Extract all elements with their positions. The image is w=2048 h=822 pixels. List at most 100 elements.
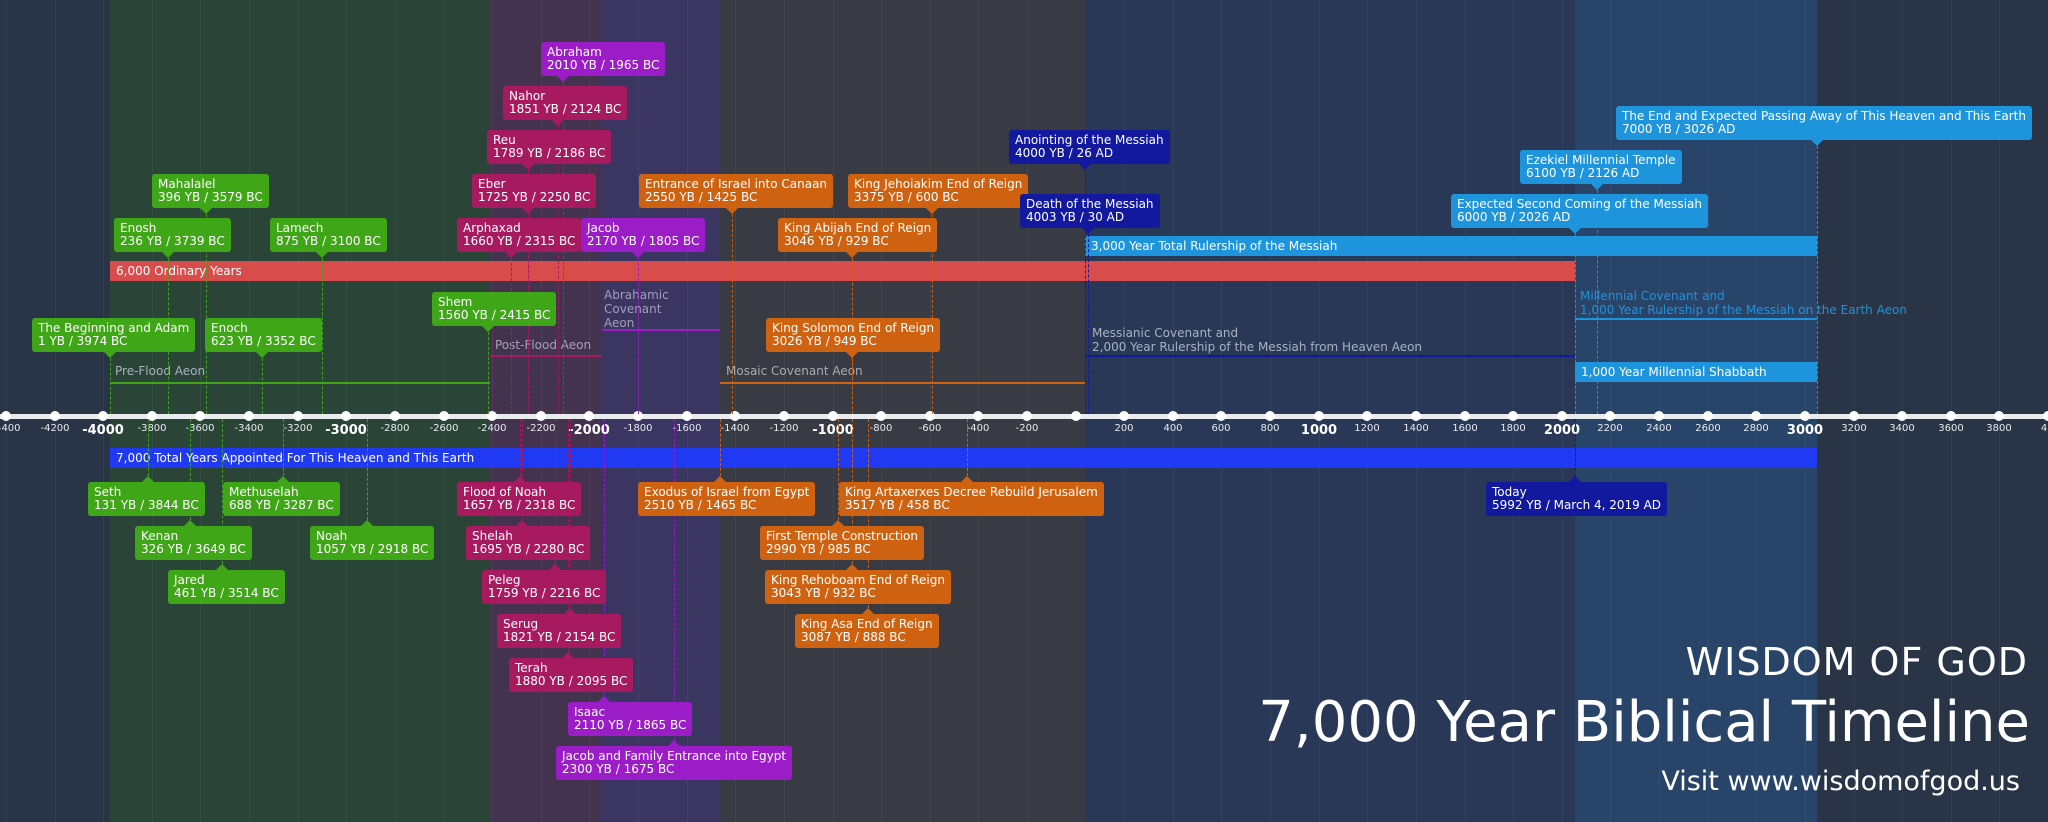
event-name: Death of the Messiah <box>1026 197 1154 211</box>
axis-tick-label: -400 <box>966 423 990 434</box>
event-date: 1880 YB / 2095 BC <box>515 674 628 688</box>
messianic-line <box>1085 355 1575 357</box>
axis-tick-label: 800 <box>1260 423 1280 434</box>
event-date: 6000 YB / 2026 AD <box>1457 210 1571 224</box>
event-pointer <box>668 740 680 746</box>
axis-tick-label: 2200 <box>1597 423 1623 434</box>
mosaic-line <box>720 382 1085 384</box>
brand-org: WISDOM OF GOD <box>1685 640 2028 684</box>
event-connector <box>1085 170 1086 414</box>
event-connector <box>638 258 639 414</box>
axis-tick-label: 1200 <box>1354 423 1380 434</box>
event-name: Expected Second Coming of the Messiah <box>1457 197 1702 211</box>
event-connector <box>488 332 489 414</box>
event-pointer <box>162 252 174 258</box>
messianic-label-line: Messianic Covenant and <box>1092 326 1239 340</box>
event-date: 1821 YB / 2154 BC <box>503 630 616 644</box>
axis-tick-dot <box>1800 411 1810 421</box>
event-name: King Solomon End of Reign <box>772 321 935 335</box>
event-pointer <box>598 696 610 702</box>
event-connector <box>262 358 263 414</box>
event-name: King Artaxerxes Decree Rebuild Jerusalem <box>845 485 1098 499</box>
event-name: King Abijah End of Reign <box>784 221 932 235</box>
axis-tick-dot <box>1751 411 1761 421</box>
event-date: 2550 YB / 1425 BC <box>645 190 758 204</box>
event-pointer <box>514 476 526 482</box>
axis-tick-dot <box>487 411 497 421</box>
axis-tick-dot <box>584 411 594 421</box>
event-date: 5992 YB / March 4, 2019 AD <box>1492 498 1662 512</box>
event-date: 3375 YB / 600 BC <box>854 190 959 204</box>
event-date: 1057 YB / 2918 BC <box>316 542 429 556</box>
event-name: Mahalalel <box>158 177 216 191</box>
event-name: Entrance of Israel into Canaan <box>645 177 828 191</box>
event-pointer <box>846 564 858 570</box>
event-date: 3043 YB / 932 BC <box>771 586 876 600</box>
event-name: The Beginning and Adam <box>38 321 190 335</box>
brand-url[interactable]: Visit www.wisdomofgod.us <box>1661 766 2020 797</box>
event-date: 2510 YB / 1465 BC <box>644 498 757 512</box>
event-name: Terah <box>515 661 548 675</box>
event-name: Isaac <box>574 705 606 719</box>
millennial-label: Millennial Covenant and 1,000 Year Ruler… <box>1580 289 1907 317</box>
abrahamic-label-line: Aeon <box>604 316 635 330</box>
event-name: Kenan <box>141 529 179 543</box>
axis-tick-label: 1800 <box>1500 423 1526 434</box>
axis-tick-dot <box>1994 411 2004 421</box>
event-connector <box>1575 234 1576 414</box>
event-connector <box>558 126 559 414</box>
axis-tick-label: 3200 <box>1841 423 1867 434</box>
axis-tick-label: -4200 <box>40 423 70 434</box>
event-box[interactable]: The End and Expected Passing Away of Thi… <box>1616 106 2032 140</box>
event-box[interactable]: King Artaxerxes Decree Rebuild Jerusalem… <box>839 482 1104 516</box>
axis-tick-label: 1400 <box>1403 423 1429 434</box>
event-name: The End and Expected Passing Away of Thi… <box>1622 109 2026 123</box>
event-date: 2300 YB / 1675 BC <box>562 762 675 776</box>
axis-tick-label: -3600 <box>185 423 215 434</box>
event-date: 4000 YB / 26 AD <box>1015 146 1114 160</box>
event-name: Exodus of Israel from Egypt <box>644 485 810 499</box>
messianic-label: Messianic Covenant and 2,000 Year Rulers… <box>1092 326 1422 354</box>
event-name: Jacob and Family Entrance into Egypt <box>562 749 787 763</box>
event-date: 1725 YB / 2250 BC <box>478 190 591 204</box>
axis-tick-dot <box>390 411 400 421</box>
